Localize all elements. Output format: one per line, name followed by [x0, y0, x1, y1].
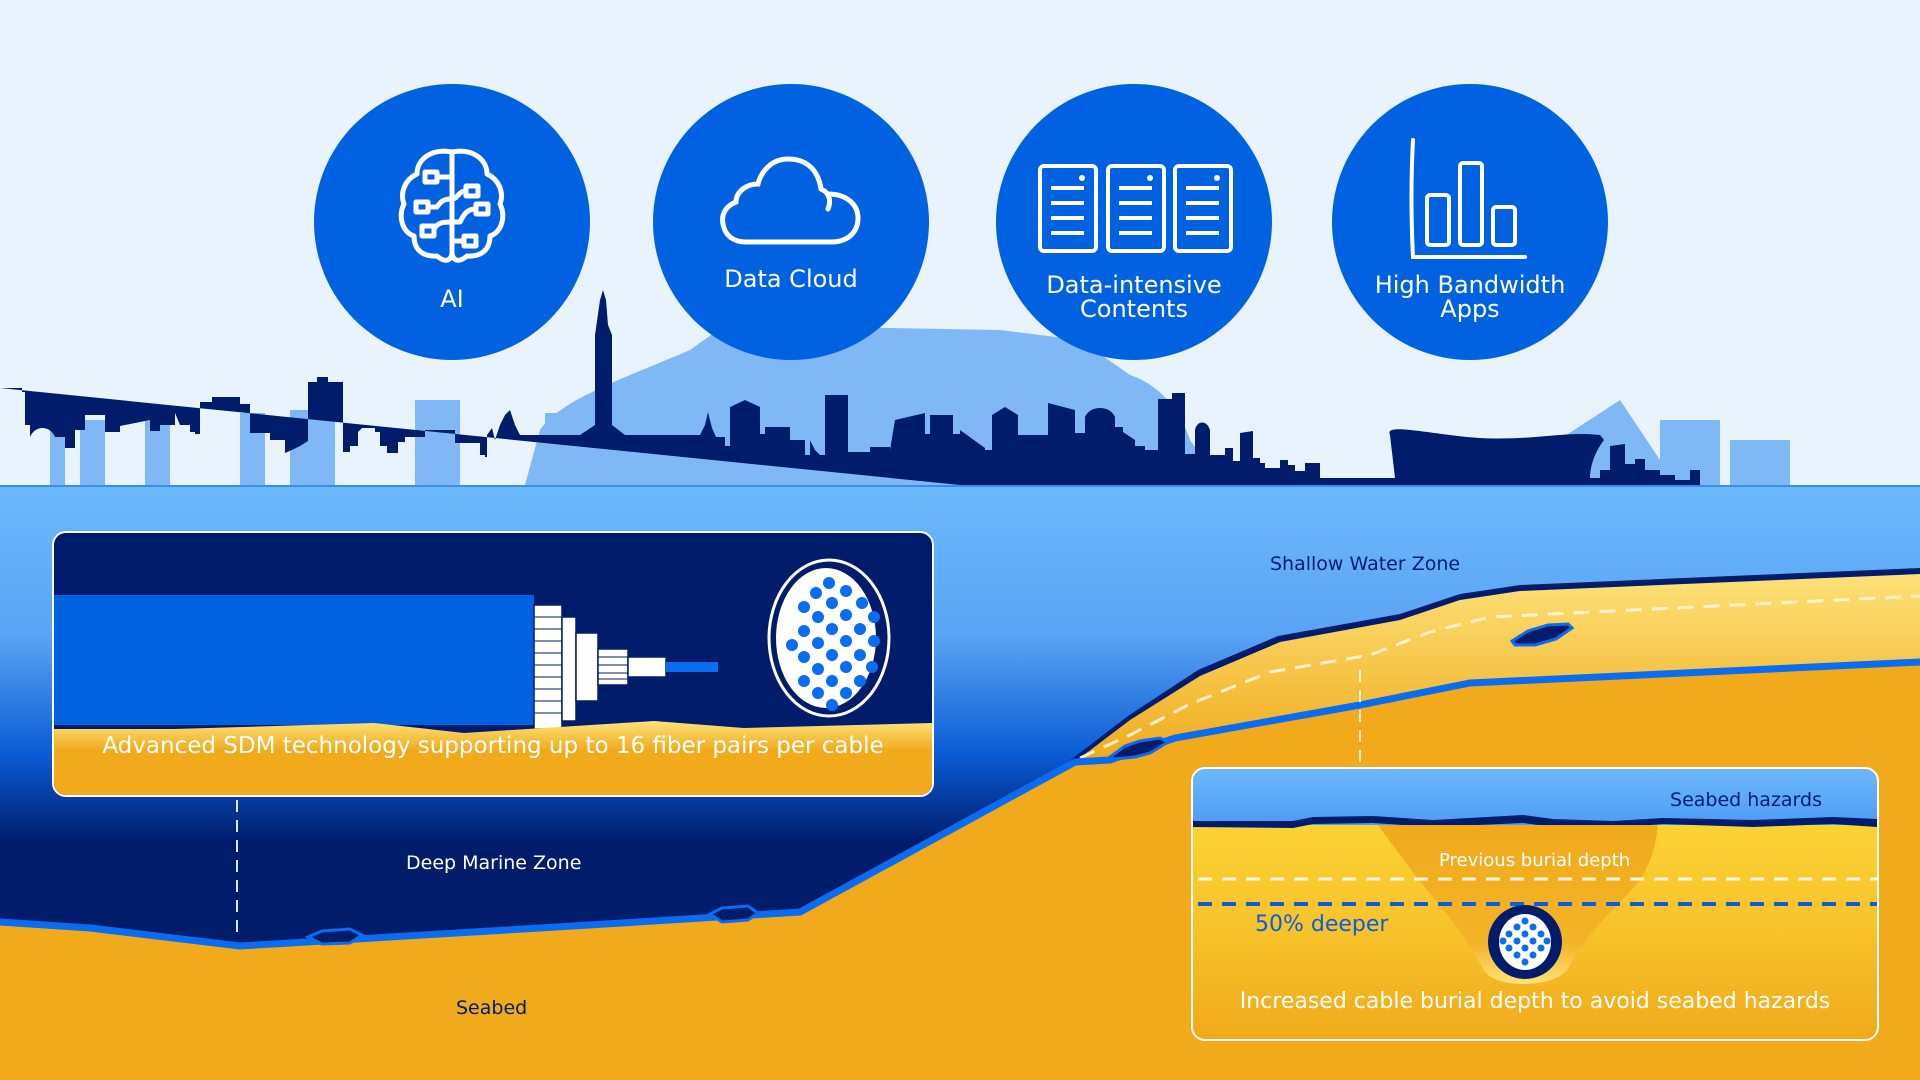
application-label-line1: High Bandwidth: [1374, 271, 1566, 299]
sdm-caption: Advanced SDM technology supporting up to…: [102, 733, 884, 759]
burial-depth-panel: Seabed hazards Previous burial depth 50%…: [1191, 767, 1879, 1041]
shallow-water-zone-label: Shallow Water Zone: [1270, 553, 1461, 575]
application-circle-high-bandwidth-apps: High Bandwidth Apps: [1332, 84, 1608, 360]
sdm-technology-panel: Advanced SDM technology supporting up to…: [52, 531, 934, 797]
brain-circuit-icon: [314, 144, 590, 274]
buried-cable-icon: [1193, 769, 1877, 1039]
application-label-line1: Data-intensive: [1046, 271, 1222, 299]
seabed-zone-label: Seabed: [456, 997, 528, 1019]
deep-marine-zone-label: Deep Marine Zone: [406, 852, 582, 874]
seabed-hazards-label: Seabed hazards: [1670, 789, 1822, 811]
application-circle-data-cloud: Data Cloud: [653, 84, 929, 360]
burial-caption: Increased cable burial depth to avoid se…: [1239, 989, 1831, 1014]
fifty-percent-deeper-label: 50% deeper: [1255, 912, 1389, 937]
previous-burial-depth-label: Previous burial depth: [1439, 850, 1631, 871]
cloud-icon: [653, 154, 929, 284]
application-circle-ai: AI: [314, 84, 590, 360]
application-label-line2: Apps: [1440, 295, 1500, 323]
application-circle-data-intensive-contents: Data-intensive Contents: [996, 84, 1272, 360]
application-label-line2: Contents: [1080, 295, 1188, 323]
fiber-cable-cross-section-icon: [54, 533, 932, 795]
application-label: Data Cloud: [724, 265, 858, 293]
application-label: AI: [440, 285, 464, 313]
bar-chart-icon: [1332, 137, 1608, 267]
server-racks-icon: [996, 164, 1272, 294]
